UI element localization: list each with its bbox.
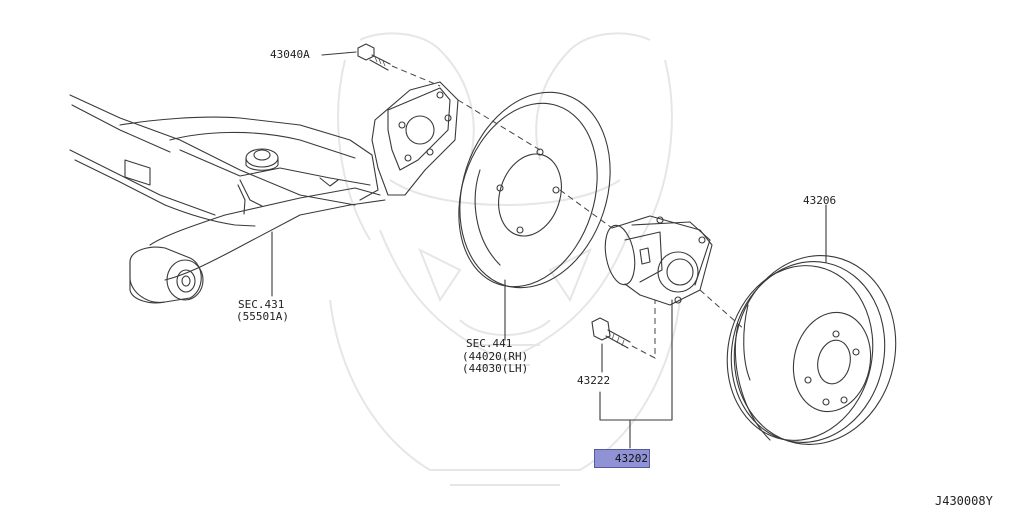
label-55501a[interactable]: (55501A) [236, 310, 289, 323]
label-43040a[interactable]: 43040A [270, 48, 310, 61]
brake-drum [726, 255, 897, 445]
bolt-43040a-icon [357, 43, 441, 87]
label-sec441[interactable]: SEC.441 [466, 337, 513, 350]
leader-lines [271, 51, 827, 449]
label-43222[interactable]: 43222 [577, 374, 611, 387]
label-44030-lh[interactable]: (44030(LH) [462, 362, 529, 375]
label-43206[interactable]: 43206 [803, 194, 837, 207]
diagram-code: J430008Y [935, 494, 993, 508]
samurai-helmet-watermark-icon [329, 32, 681, 486]
wheel-hub-assembly [559, 189, 746, 331]
label-43202-highlighted[interactable]: 43202 [594, 449, 650, 468]
hub-bolt-43222-icon [591, 300, 656, 359]
rear-axle-beam [69, 81, 459, 304]
label-44020-rh[interactable]: (44020(RH) [462, 350, 529, 363]
label-sec431[interactable]: SEC.431 [238, 298, 285, 311]
brake-backing-plate [457, 91, 611, 289]
